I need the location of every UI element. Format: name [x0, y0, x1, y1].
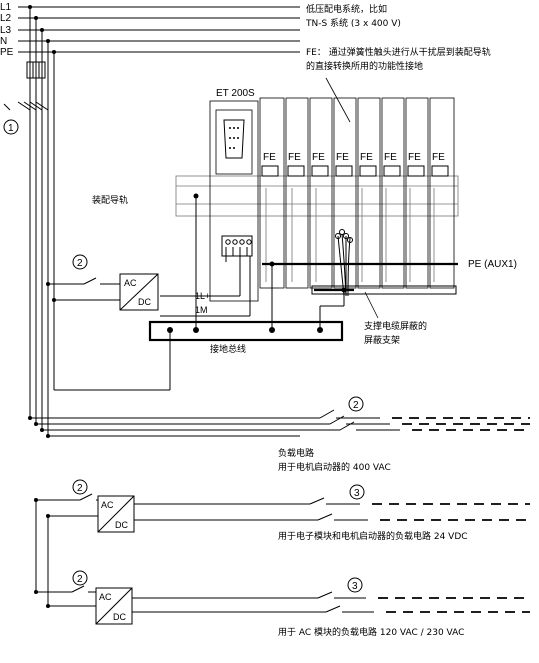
converter-mid-dc: DC: [115, 520, 128, 530]
load-circuit-24vdc: [34, 493, 530, 533]
load1-line-2: 用于电机启动器的 400 VAC: [278, 461, 391, 473]
callout-2-top-label: 2: [77, 258, 83, 269]
callout-3-bottom: [347, 577, 363, 593]
converter-top-dc: DC: [138, 297, 151, 307]
load2-label: 用于电子模块和电机启动器的负载电路 24 VDC: [278, 530, 468, 542]
bus-label-pe: PE: [0, 47, 14, 58]
converter-top: [46, 273, 159, 311]
vertical-conductors: [29, 7, 55, 436]
fe-label-6: FE: [384, 152, 397, 163]
callout-2-load-label: 2: [353, 400, 359, 411]
callout-3-mid-label: 3: [354, 488, 360, 499]
network-title: 低压配电系统，比如: [306, 3, 387, 15]
pe-aux-label: PE (AUX1): [468, 259, 517, 270]
shield-label-line-2: 屏蔽支架: [364, 334, 400, 346]
fuses: [26, 61, 46, 79]
station-label: ET 200S: [216, 88, 255, 99]
callout-3-bottom-label: 3: [352, 581, 358, 592]
fe-note-line-1: FE： 通过弹簧性触头进行从干扰层到装配导轨: [306, 46, 491, 58]
fe-label-1: FE: [263, 152, 276, 163]
shield-label-line-1: 支撑电缆屏蔽的: [364, 320, 427, 332]
fe-label-8: FE: [432, 152, 445, 163]
rail-label: 装配导轨: [92, 194, 128, 206]
fe-label-3: FE: [312, 152, 325, 163]
callout-2-bottom-label: 2: [77, 574, 83, 585]
shield-bracket: [311, 285, 457, 319]
interface-module: [209, 100, 259, 302]
mounting-rail: [175, 175, 459, 217]
fe-label-7: FE: [408, 152, 421, 163]
fe-label-2: FE: [288, 152, 301, 163]
fe-label-4: FE: [336, 152, 349, 163]
bus-label-l3: L3: [0, 25, 12, 36]
supply-bus: [18, 5, 300, 54]
callout-1-label: 1: [8, 123, 14, 134]
fe-note-line-2: 的直接转换所用的功能性接地: [306, 60, 423, 72]
converter-top-ac: AC: [124, 278, 137, 288]
load3-label: 用于 AC 模块的负载电路 120 VAC / 230 VAC: [278, 626, 464, 638]
power-terminal: [221, 235, 253, 257]
network-spec: TN-S 系统 (3 x 400 V): [305, 17, 401, 29]
l1-plus-label: 1L+: [195, 291, 210, 301]
bus-label-l1: L1: [0, 2, 12, 13]
bus-label-n: N: [0, 36, 7, 47]
main-switch: [3, 101, 49, 111]
ground-wiring: [54, 193, 347, 391]
bus-label-l2: L2: [0, 13, 12, 24]
callout-2-load: [348, 396, 364, 412]
fe-label-5: FE: [360, 152, 373, 163]
load-circuit-400vac: [28, 409, 530, 438]
callout-2-top: [72, 254, 88, 270]
dsub-connector-icon: [223, 119, 245, 159]
load-circuit-ac: [34, 500, 530, 625]
load1-line-1: 负载电路: [278, 447, 314, 459]
converter-bottom-ac: AC: [99, 592, 112, 602]
io-modules: [259, 97, 455, 289]
callout-1: [3, 119, 19, 135]
callout-2-bottom: [72, 570, 88, 586]
ground-bus: [148, 320, 344, 342]
callout-3-mid: [349, 484, 365, 500]
converter-mid-ac: AC: [101, 500, 114, 510]
converter-bottom-dc: DC: [113, 612, 126, 622]
callout-2-mid: [72, 479, 88, 495]
m1-label: 1M: [195, 305, 208, 315]
callout-2-mid-label: 2: [77, 483, 83, 494]
ground-bus-label: 接地总线: [210, 343, 246, 355]
